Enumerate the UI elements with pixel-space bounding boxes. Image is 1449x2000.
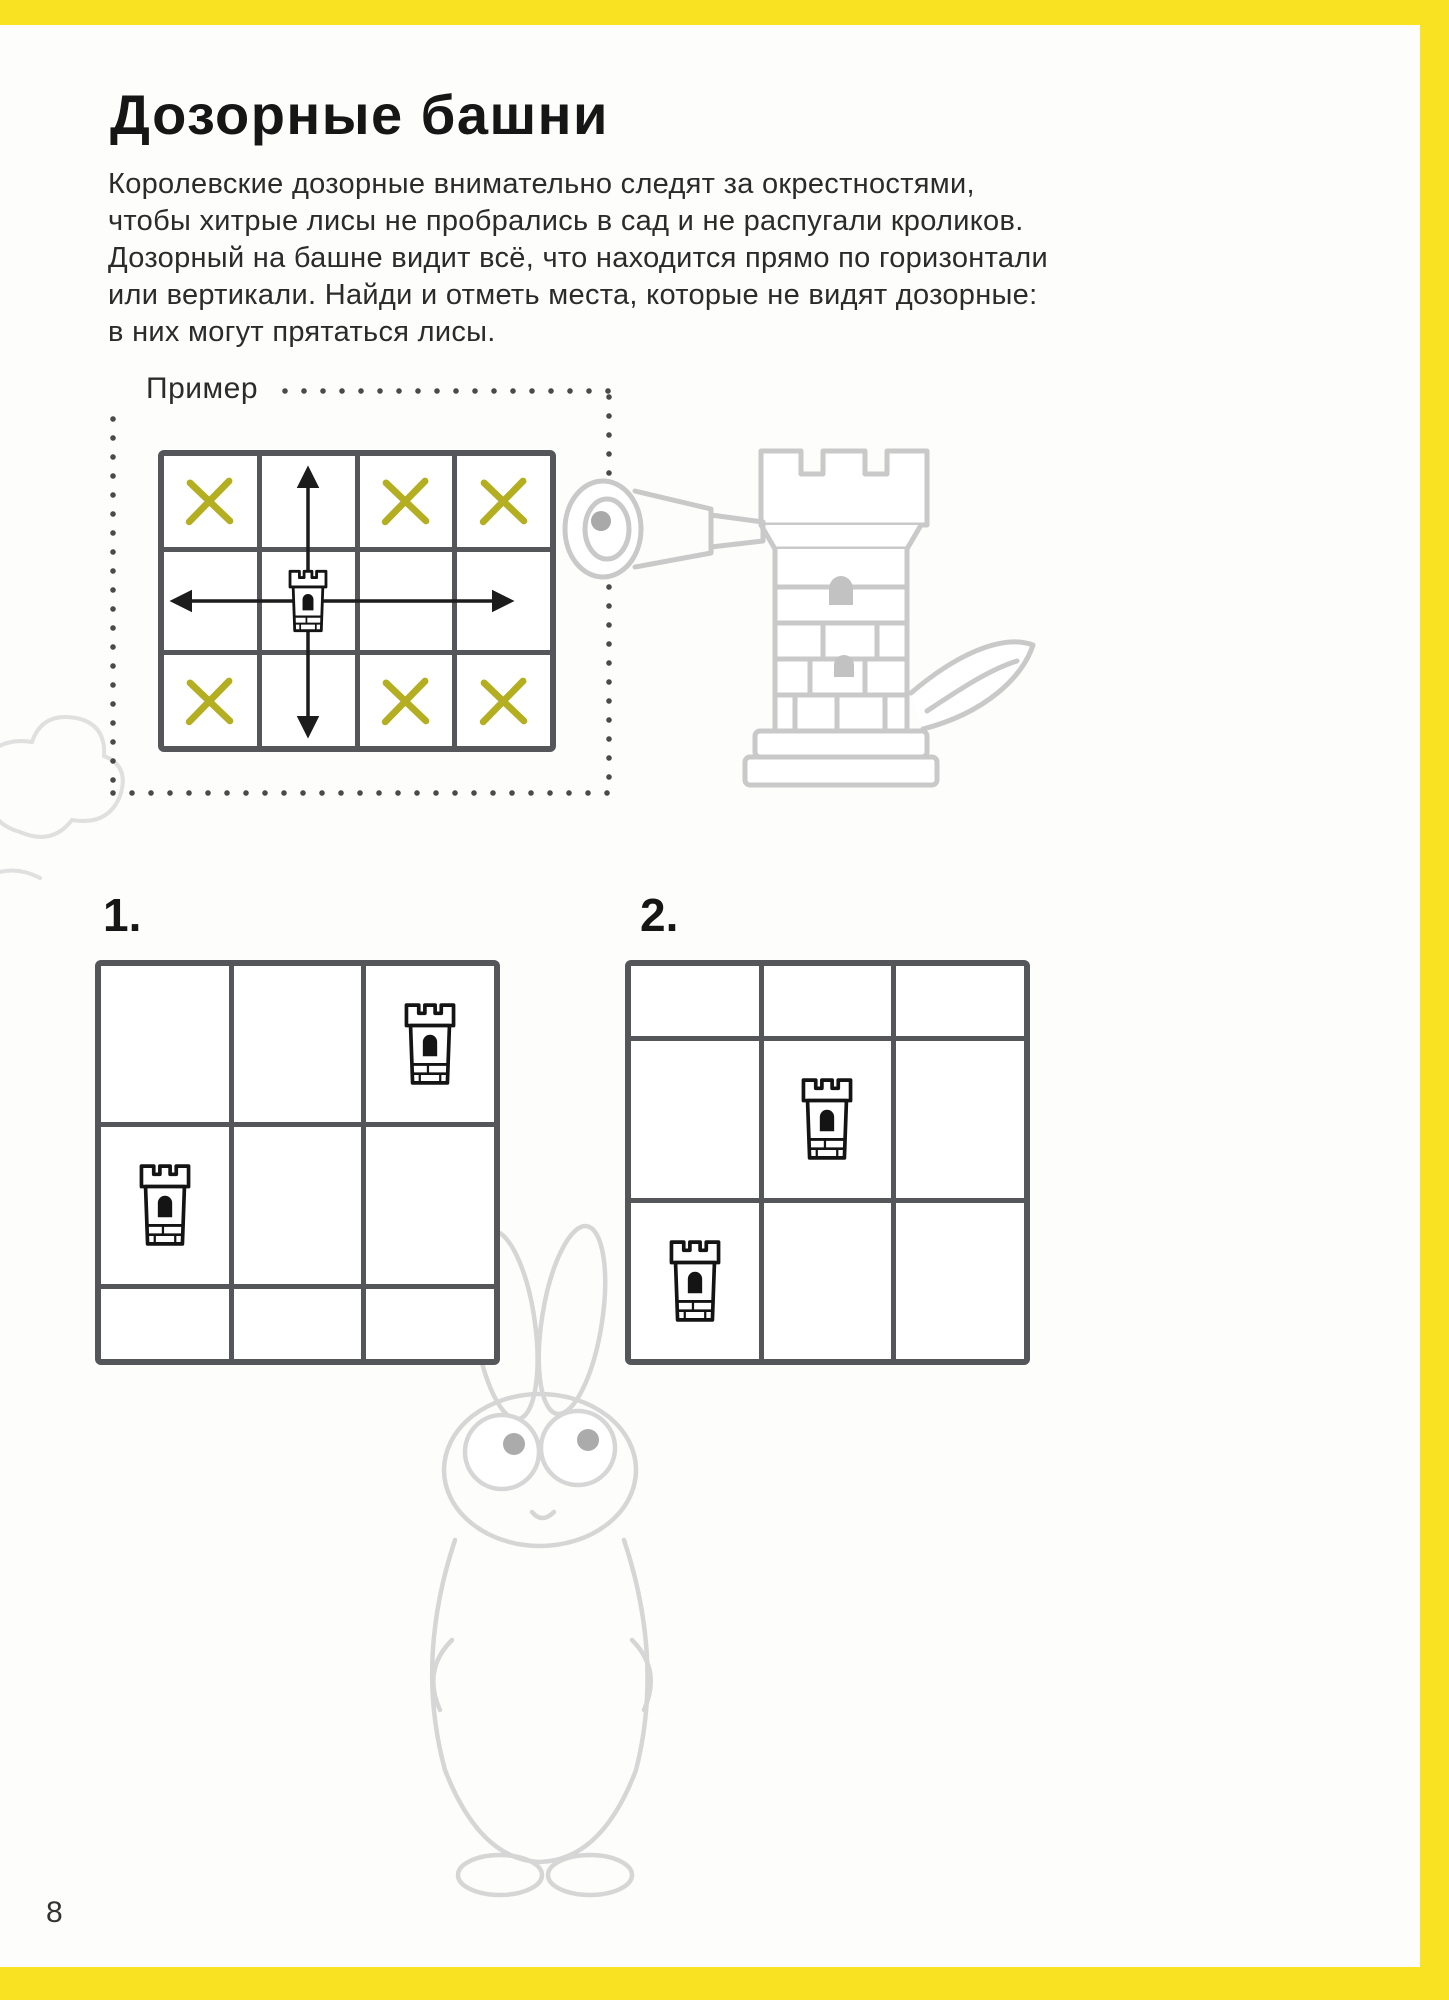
grid-cell-r2c2	[261, 551, 355, 651]
grid-cell-r3c3[interactable]	[896, 1202, 1024, 1359]
page-number: 8	[46, 1896, 63, 1929]
tower-icon	[283, 568, 333, 634]
page-edge-top	[0, 0, 1449, 25]
intro-line: Королевские дозорные внимательно следят …	[108, 168, 975, 200]
watchtower-illustration	[562, 448, 1036, 788]
grid-cell-r3c1[interactable]	[101, 1288, 229, 1359]
grid-cell-r1c1	[164, 456, 257, 547]
grid-cell-r3c1	[164, 655, 257, 746]
tower-window	[834, 655, 854, 677]
page-title: Дозорные башни	[110, 83, 609, 146]
grid-cell-r2c1[interactable]	[101, 1127, 229, 1284]
x-mark-icon	[475, 472, 533, 530]
intro-line: чтобы хитрые лисы не пробрались в сад и …	[108, 205, 1024, 237]
dotted-border-top	[282, 388, 612, 394]
grid-cell-r3c3[interactable]	[366, 1288, 494, 1359]
grid-cell-r2c1[interactable]	[631, 1041, 759, 1198]
grid-cell-r2c3[interactable]	[366, 1127, 494, 1284]
puzzle-2-label: 2.	[640, 889, 679, 941]
example-grid-wrap	[158, 450, 556, 752]
grid-cell-r1c3[interactable]	[896, 966, 1024, 1037]
page-edge-right	[1420, 0, 1449, 2000]
grid-cell-r1c2	[261, 456, 355, 547]
x-mark-icon	[475, 672, 533, 730]
grid-cell-r2c1	[164, 551, 257, 651]
tower-icon	[132, 1162, 198, 1248]
grid-cell-r2c2[interactable]	[763, 1041, 892, 1198]
grid-cell-r2c3	[359, 551, 453, 651]
grid-cell-r3c2	[261, 655, 355, 746]
puzzle-2-grid	[625, 960, 1030, 1365]
intro-line: или вертикали. Найди и отметь места, кот…	[108, 279, 1038, 311]
x-mark-icon	[377, 472, 435, 530]
x-mark-icon	[181, 472, 239, 530]
page-edge-bottom	[0, 1967, 1449, 2000]
grid-cell-r3c4	[457, 655, 550, 746]
example-label: Пример	[146, 372, 258, 405]
tower-icon	[662, 1238, 728, 1324]
grid-cell-r2c4	[457, 551, 550, 651]
grid-cell-r3c2[interactable]	[233, 1288, 362, 1359]
grid-cell-r3c3	[359, 655, 453, 746]
grid-cell-r1c2[interactable]	[763, 966, 892, 1037]
puzzle-1-label: 1.	[103, 889, 142, 941]
grid-cell-r3c2[interactable]	[763, 1202, 892, 1359]
dotted-border-left	[110, 416, 116, 784]
grid-cell-r3c1[interactable]	[631, 1202, 759, 1359]
grid-cell-r1c1[interactable]	[631, 966, 759, 1037]
x-mark-icon	[181, 672, 239, 730]
cloud-doodle	[0, 715, 125, 839]
grid-cell-r1c1[interactable]	[101, 966, 229, 1123]
example-grid	[158, 450, 556, 752]
intro-line: в них могут прятаться лисы.	[108, 316, 496, 348]
example-section: Пример	[110, 372, 612, 796]
grid-cell-r2c2[interactable]	[233, 1127, 362, 1284]
tower-icon	[794, 1076, 860, 1162]
puzzle-1-grid	[95, 960, 500, 1365]
grid-cell-r1c3	[359, 456, 453, 547]
grid-cell-r1c3[interactable]	[366, 966, 494, 1123]
dotted-border-right	[606, 394, 612, 784]
x-mark-icon	[377, 672, 435, 730]
grid-cell-r1c4	[457, 456, 550, 547]
grid-cell-r1c2[interactable]	[233, 966, 362, 1123]
tower-window	[829, 576, 853, 605]
grid-cell-r2c3[interactable]	[896, 1041, 1024, 1198]
intro-line: Дозорный на башне видит всё, что находит…	[108, 242, 1048, 274]
dotted-border-bottom	[110, 790, 612, 796]
tower-icon	[397, 1001, 463, 1087]
intro-text: Королевские дозорные внимательно следят …	[108, 166, 1108, 351]
